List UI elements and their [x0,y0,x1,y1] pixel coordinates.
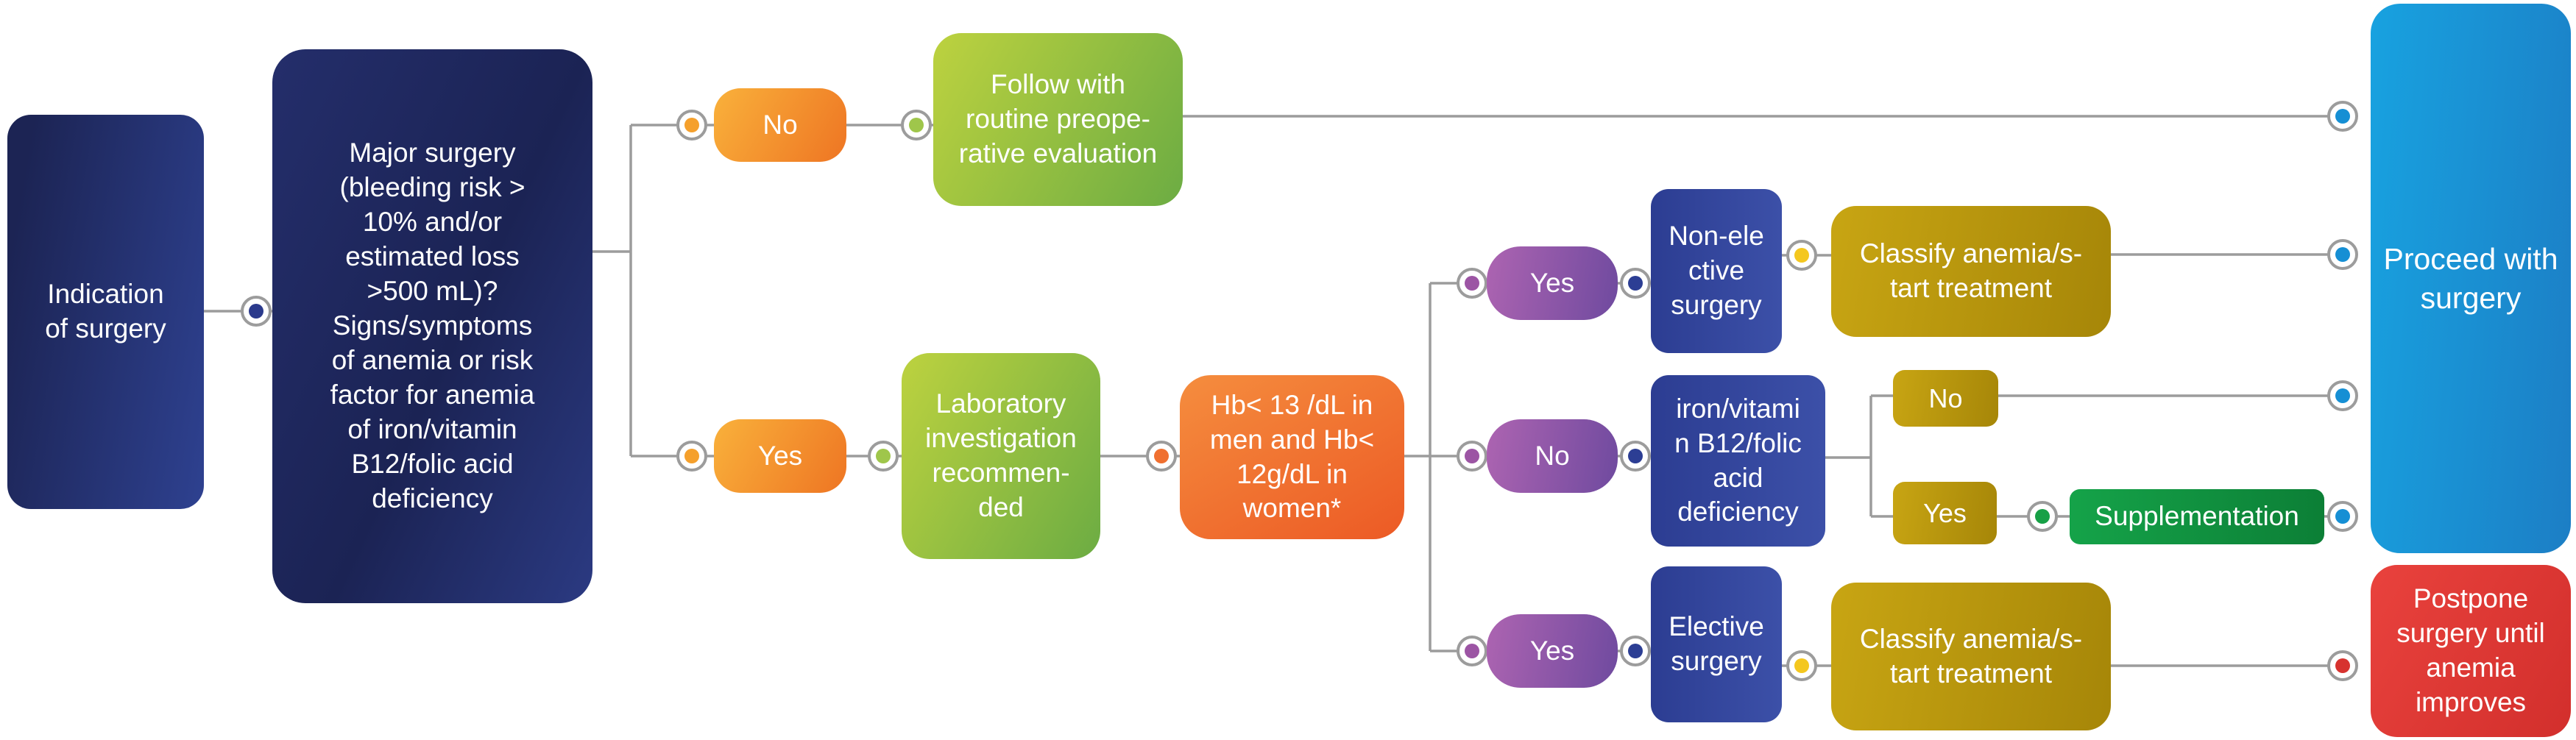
connector-dot-cyan [2327,101,2358,132]
node-label: Postpone surgery until anemia improves [2396,583,2545,717]
node-label: No [1928,383,1963,413]
connector-dot-navy [241,296,272,327]
node-label: iron/vitami n B12/folic acid deficiency [1674,393,1802,527]
node-label: Laboratory investigation recommen- ded [925,388,1077,522]
connector-dot-orange [676,110,707,140]
connector-dot-blue [1620,441,1651,472]
connector-dot-red [2327,650,2358,681]
decision-no-deficiency: No [1893,370,1998,427]
connector-dot-purple [1457,268,1487,299]
connector-dot-purple [1457,441,1487,472]
decision-yes-anemia-nonelective: Yes [1487,246,1618,320]
node-label: Yes [1923,497,1967,528]
connector-dot-yellow [1786,650,1817,681]
node-label: Major surgery (bleeding risk > 10% and/o… [330,138,535,513]
decision-no-major-surgery: No [714,88,846,162]
node-routine-preoperative-evaluation: Follow with routine preope- rative evalu… [933,33,1183,206]
decision-yes-anemia-elective: Yes [1487,614,1618,688]
node-label: Hb< 13 /dL in men and Hb< 12g/dL in wome… [1209,389,1375,524]
node-non-elective-surgery: Non-ele ctive surgery [1651,189,1782,353]
node-label: Proceed with surgery [2383,242,2558,315]
decision-no-anemia: No [1487,419,1618,493]
node-label: No [1535,440,1570,471]
connector-dot-orange [676,441,707,472]
node-hb-threshold: Hb< 13 /dL in men and Hb< 12g/dL in wome… [1180,375,1404,539]
node-major-surgery-question: Major surgery (bleeding risk > 10% and/o… [272,49,592,603]
node-label: Classify anemia/s- tart treatment [1859,238,2083,303]
node-classify-anemia-start-treatment-bottom: Classify anemia/s- tart treatment [1831,583,2111,730]
node-label: Classify anemia/s- tart treatment [1859,623,2083,689]
node-supplementation: Supplementation [2070,489,2324,544]
connector-dot-blue [1620,268,1651,299]
connector-dot-green [2027,501,2058,532]
node-label: Indication of surgery [45,279,166,344]
node-label: Follow with routine preope- rative evalu… [958,69,1158,168]
node-iron-b12-folic-deficiency: iron/vitami n B12/folic acid deficiency [1651,375,1825,547]
node-label: Yes [757,440,803,471]
node-postpone-surgery: Postpone surgery until anemia improves [2371,565,2571,737]
connector-dot-green [901,110,932,140]
node-classify-anemia-start-treatment-top: Classify anemia/s- tart treatment [1831,206,2111,337]
connector-dot-purple [1457,636,1487,666]
connector-dot-orange [1146,441,1177,472]
connector-dot-cyan [2327,501,2358,532]
node-label: Non-ele ctive surgery [1669,221,1764,320]
node-elective-surgery: Elective surgery [1651,566,1782,722]
decision-yes-deficiency: Yes [1893,482,1997,544]
node-proceed-with-surgery: Proceed with surgery [2371,4,2571,553]
node-label: No [762,109,798,140]
connector-dot-yellow [1786,240,1817,271]
connector-dot-green [868,441,899,472]
node-label: Elective surgery [1669,611,1764,676]
node-label: Yes [1529,635,1575,666]
node-label: Yes [1529,267,1575,298]
connector-dots [241,101,2358,681]
decision-yes-major-surgery: Yes [714,419,846,493]
node-indication-of-surgery: Indication of surgery [7,115,204,509]
node-laboratory-investigation: Laboratory investigation recommen- ded [902,353,1100,559]
node-label: Supplementation [2095,501,2299,531]
connector-dot-blue [1620,636,1651,666]
connector-dot-cyan [2327,380,2358,411]
connector-dot-cyan [2327,239,2358,270]
